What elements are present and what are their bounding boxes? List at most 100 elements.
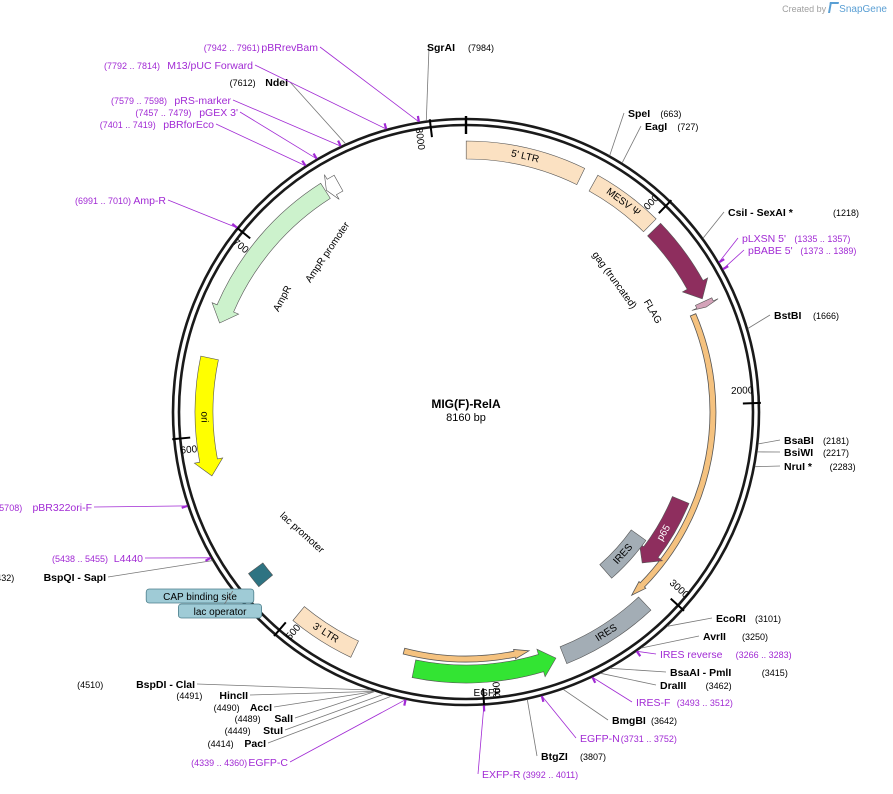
site-label: CsiI - SexAI *	[728, 207, 794, 219]
site-position: (5689 .. 5708)	[0, 503, 22, 513]
site-label: M13/pUC Forward	[167, 60, 253, 72]
feature-ires-6: IRES	[559, 596, 652, 664]
site-label: EagI	[645, 121, 667, 133]
site-label: CAP binding site	[163, 592, 237, 603]
site-position: (2181)	[823, 436, 849, 446]
site-leader-line	[621, 125, 642, 164]
site-label: pRS-marker	[174, 95, 231, 107]
site-position: (5438 .. 5455)	[52, 554, 108, 564]
site-draiii: DraIII(3462)	[600, 672, 732, 692]
site-leader-line	[107, 560, 213, 578]
site-label: SpeI	[628, 108, 650, 120]
feature-p65-5: p65	[638, 496, 690, 564]
primer-mark	[540, 695, 545, 703]
site-label: HincII	[219, 690, 248, 702]
site-ecori: EcoRI(3101)	[667, 613, 781, 627]
feature-cds-9	[402, 647, 531, 663]
site-leader-line	[267, 695, 392, 744]
site-position: (4510)	[77, 680, 103, 690]
feature-flag-3	[691, 297, 719, 311]
site-leader-line	[636, 650, 657, 655]
site-leader-line	[754, 465, 781, 468]
tick-mark-7000	[235, 226, 251, 240]
primer-mark	[383, 123, 388, 130]
site-leader-line	[592, 677, 633, 703]
feature-label-lac-promoter: lac promoter	[277, 510, 326, 556]
feature-arrow	[588, 174, 657, 233]
site-position: (1666)	[813, 311, 839, 321]
site-label: pBR322ori-F	[32, 502, 92, 514]
feature-arrow	[691, 297, 719, 311]
credit-brand: SnapGene	[839, 4, 887, 15]
tick-label-8000: 8000	[413, 127, 427, 151]
site-position: (4449)	[225, 726, 251, 736]
site-pbabe-5: pBABE 5'(1373 .. 1389)	[722, 245, 856, 271]
primer-mark	[301, 160, 307, 167]
site-leader-line	[196, 683, 371, 691]
feature-arrow	[465, 140, 586, 186]
site-position: (7401 .. 7419)	[100, 120, 156, 130]
site-label: L4440	[114, 553, 143, 565]
site-position: (7612)	[230, 78, 256, 88]
site-acci: AccI(4490)	[214, 691, 375, 714]
site-label: BspQI - SapI	[44, 572, 107, 584]
site-amp-r: Amp-R(6991 .. 7010)	[75, 195, 238, 229]
site-lac-operator: lac operator	[177, 590, 262, 619]
tick-mark-3000	[670, 597, 685, 612]
feature-arrow	[248, 562, 274, 588]
site-leader-line	[609, 112, 625, 156]
site-label: SalI	[274, 713, 293, 725]
feature-ampr-13	[211, 182, 331, 324]
primer-mark	[722, 265, 729, 271]
site-egfp-n: EGFP-N(3731 .. 3752)	[540, 695, 677, 745]
site-label: EGFP-N	[580, 733, 620, 745]
site-nrui: NruI *(2283)	[754, 461, 856, 473]
plasmid-size: 8160 bp	[446, 412, 486, 424]
site-ires-f: IRES-F(3493 .. 3512)	[591, 676, 733, 709]
site-label: pGEX 3'	[199, 107, 238, 119]
site-leader-line	[758, 439, 781, 445]
site-pgex-3: pGEX 3'(7457 .. 7479)	[135, 107, 318, 160]
site-btgzi: BtgZI(3807)	[526, 699, 606, 763]
feature-arrow	[638, 496, 690, 564]
site-position: (7579 .. 7598)	[111, 96, 167, 106]
site-label: pBRrevBam	[261, 42, 318, 54]
site-leader-line	[641, 635, 700, 649]
site-avrii: AvrII(3250)	[641, 631, 768, 649]
feature-arrow	[402, 647, 531, 663]
site-label: pBRforEco	[163, 119, 214, 131]
site-leader-line	[239, 111, 317, 160]
site-csii: CsiI - SexAI *(1218)	[702, 207, 859, 239]
site-egfp-c: EGFP-C(4339 .. 4360)	[191, 699, 407, 769]
primer-mark	[718, 258, 725, 264]
feature-label-ori: ori	[198, 411, 209, 422]
site-leader-line	[718, 237, 739, 263]
site-position: (727)	[677, 122, 698, 132]
site-label-box	[177, 603, 262, 619]
site-position: (3807)	[580, 752, 606, 762]
site-leader-line	[600, 672, 657, 686]
feature-label-egfp: EGFP	[474, 688, 502, 699]
site-spei: SpeI(663)	[609, 108, 681, 156]
site-label: EcoRI	[716, 613, 746, 625]
primer-mark	[204, 556, 212, 562]
primer-mark	[312, 153, 318, 160]
site-label: Amp-R	[133, 195, 166, 207]
site-bsiwi: BsiWI(2217)	[757, 447, 849, 459]
site-position: (6991 .. 7010)	[75, 196, 131, 206]
feature-arrow	[647, 222, 709, 300]
site-leader-line	[319, 46, 420, 123]
site-bspqi: BspQI - SapI(5432)	[0, 560, 213, 584]
site-pbrforeco: pBRforEco (7401 .. 7419)	[100, 119, 307, 167]
primer-mark	[591, 676, 597, 684]
site-leader-line	[254, 64, 387, 130]
site-leader-line	[215, 123, 306, 167]
site-label: BsaAI - PmlI	[670, 667, 731, 679]
site-position: (3493 .. 3512)	[677, 698, 733, 708]
site-position: (1373 .. 1389)	[800, 246, 856, 256]
site-label: IRES reverse	[660, 649, 723, 661]
site-stui: StuI(4449)	[225, 693, 384, 737]
site-eagi: EagI (727)	[621, 121, 698, 164]
